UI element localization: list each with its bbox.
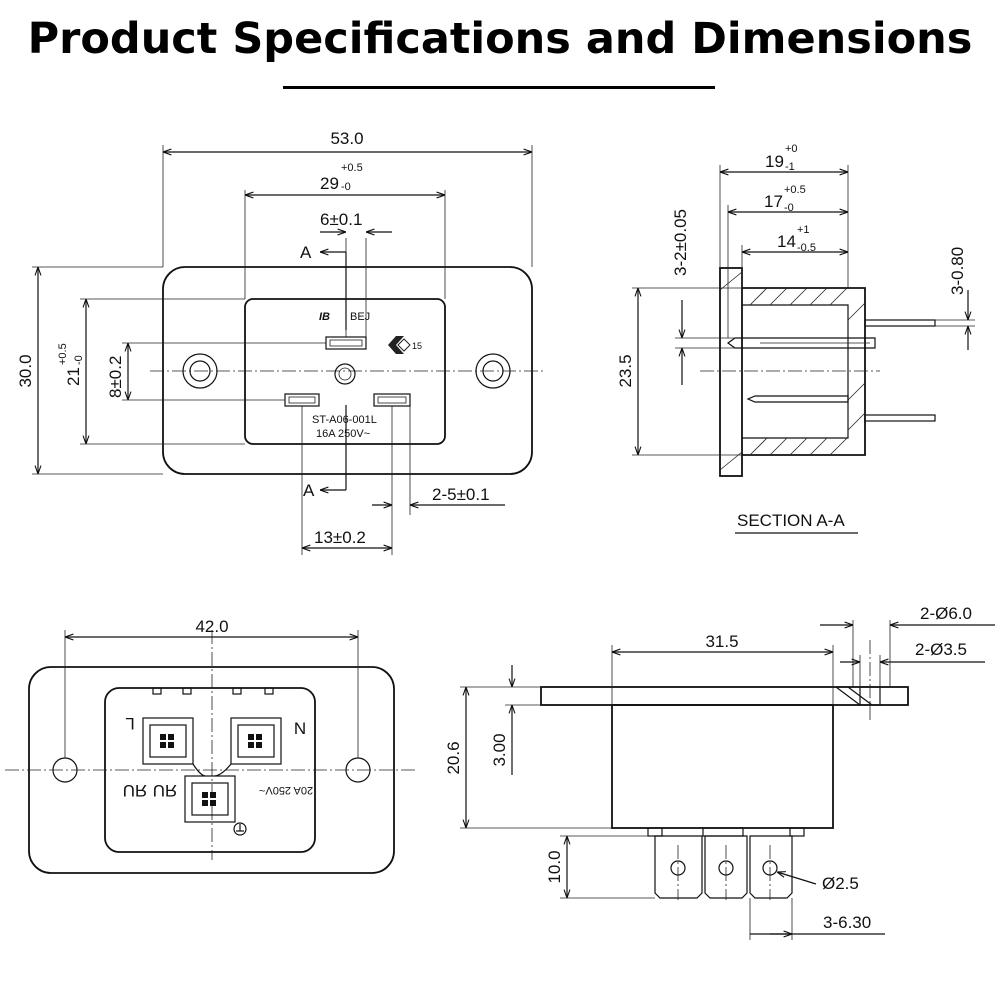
flange-outline (162, 266, 533, 475)
brand-text: BEJ (350, 311, 370, 323)
mirrored-mark-2: ЯU (153, 781, 178, 800)
side-flange (540, 686, 909, 706)
slot-earth (325, 336, 367, 350)
earth-symbol-icon (233, 822, 247, 836)
section-view: 19 +0 -1 17 +0.5 -0 14 +1 -0.5 3-2±0.05 … (616, 143, 975, 534)
rating-text: 16A 250V~ (316, 428, 370, 440)
dim-29-tol-up: +0.5 (341, 162, 363, 174)
rear-rating: 20A 250V~ (259, 784, 313, 796)
section-marker-bottom: A (303, 481, 315, 500)
section-body (742, 287, 866, 456)
rear-terminal-earth (184, 775, 236, 823)
dim-8: 8±0.2 (106, 356, 125, 398)
slot-neutral (373, 393, 411, 407)
label-l: L (125, 714, 134, 733)
dim-2-6: 2-Ø6.0 (920, 604, 972, 623)
cert-mark-icon (388, 336, 411, 354)
dim-14-tol-down: -0.5 (797, 242, 816, 254)
dim-31-5: 31.5 (705, 632, 738, 651)
dim-20-6: 20.6 (444, 741, 463, 774)
cert-number: 15 (412, 341, 422, 351)
dim-10-0: 10.0 (545, 850, 564, 883)
dim-3-630: 3-6.30 (823, 913, 871, 932)
mirrored-mark-1: ЯU (123, 781, 148, 800)
slot-live (284, 393, 320, 407)
dim-19-tol-up: +0 (785, 143, 798, 155)
section-terminal-bottom (864, 414, 936, 422)
dim-o2-5: Ø2.5 (822, 874, 859, 893)
dim-42: 42.0 (195, 617, 228, 636)
dim-30: 30.0 (16, 354, 35, 387)
part-number: ST-A06-001L (312, 414, 377, 426)
section-marker-top: A (300, 243, 312, 262)
socket-face (244, 298, 446, 445)
section-caption: SECTION A-A (737, 511, 845, 530)
dim-21: 21 (64, 367, 83, 386)
rear-terminal-n (230, 717, 282, 765)
dim-19-tol-down: -1 (785, 161, 795, 173)
side-body (611, 704, 834, 829)
dim-2-35: 2-Ø3.5 (915, 640, 967, 659)
dim-29: 29 (320, 174, 339, 193)
dim-19: 19 (765, 152, 784, 171)
label-n: N (294, 719, 306, 738)
dim-14: 14 (777, 232, 796, 251)
dim-6: 6±0.1 (320, 210, 362, 229)
dim-21-tol-up: +0.5 (57, 343, 69, 365)
dim-17: 17 (764, 192, 783, 211)
dim-29-tol-down: -0 (341, 181, 351, 193)
dim-3-080: 3-0.80 (948, 247, 967, 295)
dim-23-5: 23.5 (616, 354, 635, 387)
dim-17-tol-down: -0 (784, 202, 794, 214)
page-title: Product Specifications and Dimensions (27, 14, 973, 64)
section-flange (719, 267, 743, 477)
dim-21-tol-down: -0 (73, 355, 85, 365)
ccc-logo (334, 363, 356, 385)
section-pin-bottom (746, 395, 849, 403)
dim-53: 53.0 (330, 129, 363, 148)
rear-terminal-l (142, 717, 194, 765)
side-terminals (654, 835, 793, 899)
brand-logo: IB (319, 311, 330, 323)
dim-13: 13±0.2 (314, 528, 366, 547)
side-view: 31.5 2-Ø6.0 2-Ø3.5 20.6 3.00 10.0 Ø2.5 (444, 604, 995, 940)
dim-2-5: 2-5±0.1 (432, 485, 490, 504)
dim-14-tol-up: +1 (797, 224, 810, 236)
dim-3-00: 3.00 (490, 733, 509, 766)
section-pin-top (726, 337, 876, 349)
dim-17-tol-up: +0.5 (784, 184, 806, 196)
section-terminal-top (864, 319, 936, 327)
front-view: IB BEJ 15 ST-A06-001L 16A 250V~ 53.0 29 … (16, 129, 545, 555)
title-underline (283, 86, 715, 89)
rear-view: L N 20A 250V~ ЯU ЯU 42.0 (5, 617, 415, 874)
dim-3-2: 3-2±0.05 (671, 209, 690, 276)
